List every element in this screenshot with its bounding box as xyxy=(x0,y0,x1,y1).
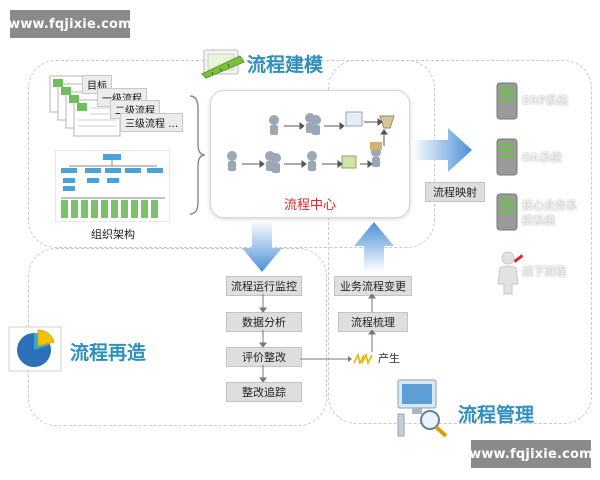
pie-chart-icon xyxy=(8,326,62,372)
section-title-management: 流程管理 xyxy=(458,404,535,426)
step-monitor: 流程运行监控 xyxy=(226,276,302,296)
step-analysis: 数据分析 xyxy=(226,312,302,332)
watermark-bottom: www.fqjixie.com xyxy=(469,440,593,468)
system-oa-label: OA系统 xyxy=(522,151,562,164)
hierarchy-level-3: 三级流程 … xyxy=(120,113,184,132)
offline-person-icon xyxy=(494,250,524,296)
ruler-notebook-icon xyxy=(200,44,246,80)
server-icon-oa xyxy=(496,138,518,176)
left-step-connectors xyxy=(258,294,268,383)
watermark-top: www.fqjixie.com xyxy=(8,10,132,38)
step-change: 业务流程变更 xyxy=(334,276,412,296)
system-core-label: 核心业务系统系统 xyxy=(522,199,577,227)
brace-icon xyxy=(188,94,206,216)
produce-label: 产生 xyxy=(378,352,400,365)
org-chart-diagram xyxy=(54,149,171,223)
right-step-connector xyxy=(367,293,377,312)
produce-arrow-icon xyxy=(300,350,376,366)
sort-to-produce-connector xyxy=(367,329,377,352)
process-mapping-label: 流程映射 xyxy=(425,182,485,202)
section-title-modeling: 流程建模 xyxy=(247,54,324,76)
management-region xyxy=(328,60,592,424)
process-center-label: 流程中心 xyxy=(284,198,337,213)
server-icon-core xyxy=(496,193,518,231)
section-title-reengineering: 流程再造 xyxy=(70,342,147,364)
org-chart-label: 组织架构 xyxy=(91,228,135,241)
system-erp-label: ERP系统 xyxy=(522,94,569,107)
step-tracking: 整改追踪 xyxy=(226,382,302,402)
computer-magnifier-icon xyxy=(396,378,454,440)
down-arrow-icon xyxy=(242,220,282,272)
step-sort: 流程梳理 xyxy=(338,312,408,332)
system-offline-label: 线下流程 xyxy=(522,265,566,278)
server-icon-erp xyxy=(496,82,518,120)
up-arrow-icon xyxy=(354,222,394,272)
step-evaluate: 评价整改 xyxy=(226,347,302,367)
mapping-arrow-icon xyxy=(412,128,472,172)
process-flow-illustration xyxy=(218,98,404,186)
